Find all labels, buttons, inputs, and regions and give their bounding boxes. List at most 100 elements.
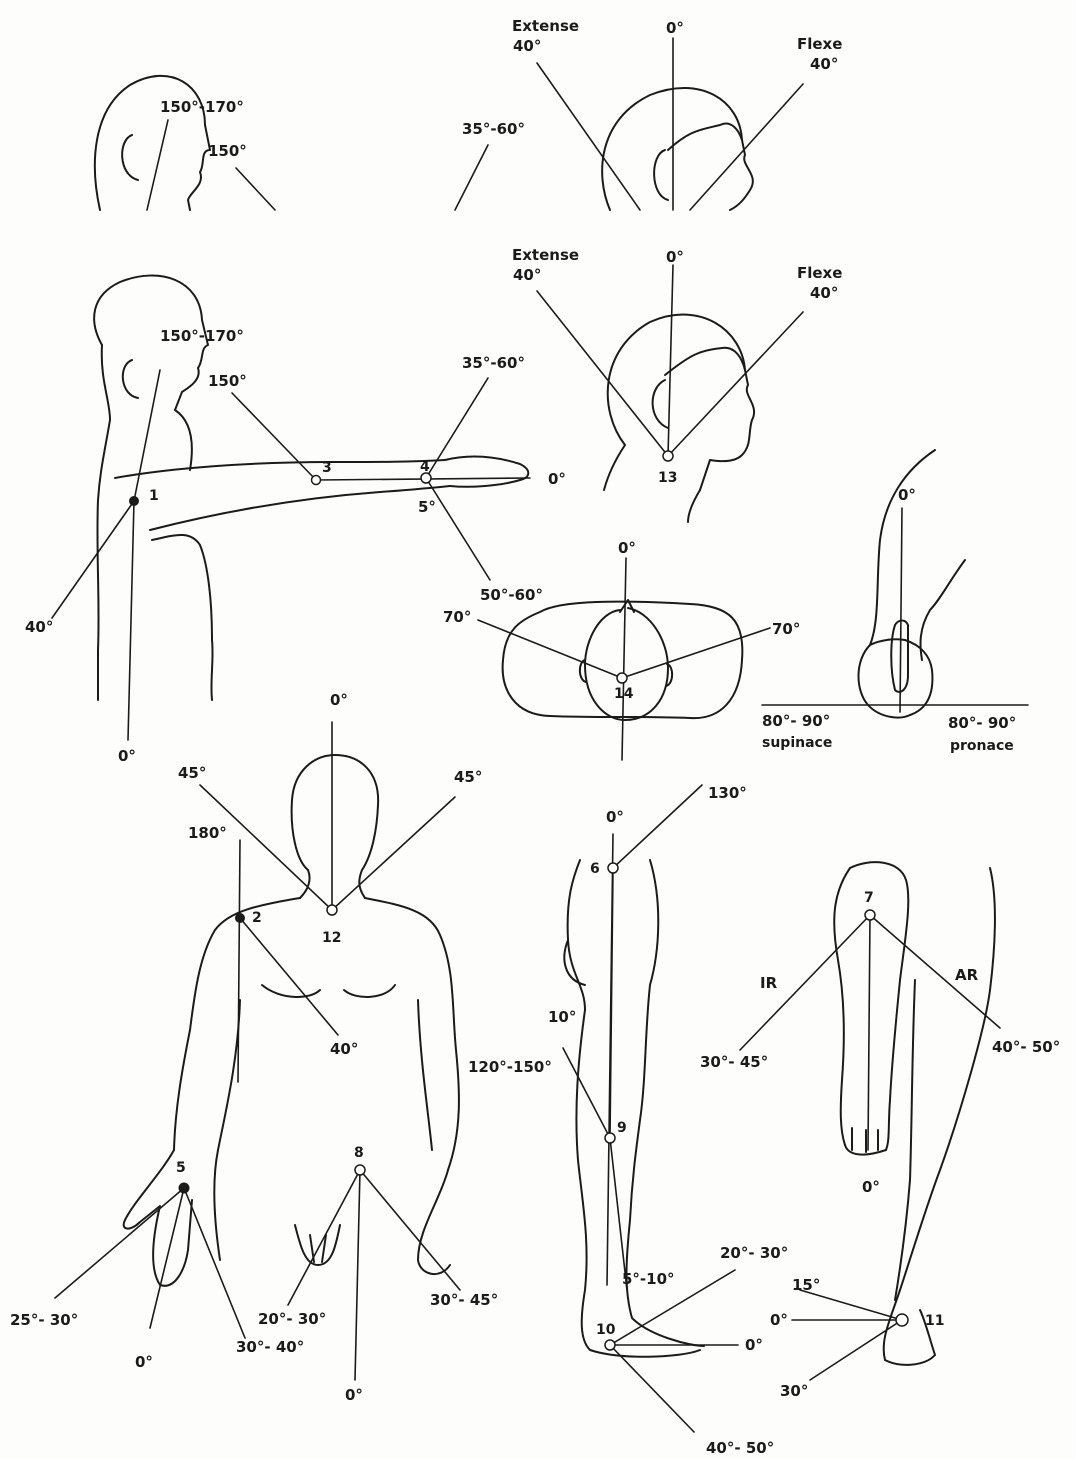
fragment-wrist-ext-label: 35°-60° (462, 120, 525, 138)
head-left-ray (478, 620, 622, 678)
side-back (97, 345, 110, 700)
extension-word: Extense (512, 246, 579, 264)
neck-throat (688, 490, 700, 522)
side-shoulder-zero-label: 0° (118, 747, 136, 765)
front-neck-left-label: 45° (178, 764, 206, 782)
fragment-extension-value: 40° (513, 37, 541, 55)
forearm-zero-label: 0° (898, 486, 916, 504)
leg-hip-joint-dot (608, 863, 618, 873)
flexion-word: Flexe (797, 264, 842, 282)
front-shoulder-add-label: 40° (330, 1040, 358, 1058)
joint-number-13: 13 (658, 470, 677, 486)
elbow-flex-ray (232, 393, 316, 480)
head-left-label: 70° (443, 608, 471, 626)
leg-hip-ext-label: 10° (548, 1008, 576, 1026)
foot-joint-dot (896, 1314, 908, 1326)
fragment-ear (122, 135, 138, 180)
foot-eversion-label: 15° (792, 1276, 820, 1294)
rotation-thigh-right (850, 862, 908, 1150)
neck-head-outline (608, 315, 754, 490)
front-torso-right (365, 898, 459, 1170)
joint-number-14: 14 (614, 686, 634, 702)
top-fragment: 150°-170° 150° 35°-60° Extense 40° 0° Fl… (95, 17, 843, 210)
fragment-extension-word: Extense (512, 17, 579, 35)
front-hip-abd-ray (360, 1170, 460, 1290)
side-wrist-flex-small-label: 5° (418, 498, 436, 516)
head-top-outline (585, 608, 668, 720)
ar-word: AR (955, 966, 979, 984)
supination-range: 80°- 90° (762, 712, 830, 730)
rotation-joint-dot (865, 910, 875, 920)
supination-word: supinace (762, 735, 832, 751)
front-neck-right-ray (332, 797, 455, 910)
forearm-rotation-view: 0° 80°- 90° supinace 80°- 90° pronace (762, 450, 1028, 754)
rotation-thigh-left (834, 868, 850, 1145)
neck-joint-dot (663, 451, 673, 461)
front-wrist-radial-label: 25°- 30° (10, 1311, 78, 1329)
extension-value: 40° (513, 266, 541, 284)
shoulder-joint-dot (130, 497, 139, 506)
front-wrist-radial-ray (55, 1188, 184, 1298)
fragment-flexion-value: 40° (810, 55, 838, 73)
shoulder-ext-ray (52, 501, 134, 618)
fragment-neck-ext-ray (537, 63, 640, 210)
foot-inversion-label: 30° (780, 1382, 808, 1400)
ar-range: 40°- 50° (992, 1038, 1060, 1056)
ir-word: IR (760, 974, 778, 992)
fragment-elbow-flex-label: 150° (208, 142, 247, 160)
leg-hip-flex-ray (613, 785, 702, 868)
head-zero-label: 0° (618, 539, 636, 557)
front-hip-zero-label: 0° (345, 1386, 363, 1404)
head-top-view: 0° 70° 70° 14 (443, 539, 800, 760)
fragment-wrist-ray (455, 145, 488, 210)
leg-knee-flex-ray (563, 1048, 610, 1138)
front-wrist-ulnar-label: 30°- 40° (236, 1338, 304, 1356)
joint-number-3: 3 (322, 460, 332, 476)
rotation-zero-label: 0° (862, 1178, 880, 1196)
wrist-flex-ray (426, 478, 490, 580)
side-hand (445, 457, 528, 487)
front-wrist-joint-dot (179, 1183, 189, 1193)
neck-zero-ray (668, 265, 673, 456)
leg-knee-ext-label: 5°-10° (622, 1270, 675, 1288)
foot-zero-label: 0° (770, 1311, 788, 1329)
joint-number-1: 1 (149, 488, 159, 504)
forearm-zero-ray (900, 508, 902, 712)
head-right-label: 70° (772, 620, 800, 638)
fragment-neck-head-outline (602, 88, 753, 210)
pronation-word: pronace (950, 738, 1014, 754)
fragment-neck-zero: 0° (666, 19, 684, 37)
fragment-flexion-word: Flexe (797, 35, 842, 53)
leg-knee-ext-ray (610, 1138, 627, 1290)
joint-number-12: 12 (322, 930, 341, 946)
joint-number-11: 11 (925, 1313, 944, 1329)
leg-hip-zero-label: 0° (606, 808, 624, 826)
foot-eversion-ray (800, 1290, 902, 1320)
neck-ear (653, 380, 668, 428)
shoulder-flex-ray (134, 370, 160, 501)
leg-side-buttock (564, 940, 585, 985)
head-right-ray (622, 628, 770, 678)
side-shoulder-ext-label: 40° (25, 618, 53, 636)
joint-number-6: 6 (590, 861, 600, 877)
joint-number-7: 7 (864, 890, 874, 906)
fragment-neck-ear (654, 150, 668, 200)
leg-ankle-plantar-ray (610, 1345, 694, 1432)
front-hip-zero-ray (355, 1170, 360, 1380)
shoulder-zero-ray (128, 501, 134, 740)
front-wrist-zero-label: 0° (135, 1353, 153, 1371)
leg-ankle-dorsi-label: 20°- 30° (720, 1244, 788, 1262)
body-front-view: 0° 45° 45° 12 180° 2 40° 5 25°- 30° 0° 3… (10, 691, 498, 1404)
fragment-neck-hair (668, 123, 742, 150)
neck-ext-ray (537, 291, 668, 456)
rotation-foot (845, 1128, 886, 1155)
leg-hip-flex-label: 130° (708, 784, 747, 802)
leg-ankle-zero-label: 0° (745, 1336, 763, 1354)
foot-front-view: 15° 0° 30° 11 (770, 1276, 944, 1400)
neck-flex-ray (668, 312, 803, 456)
front-torso-left (174, 898, 300, 1150)
leg-ankle-joint-dot (605, 1340, 615, 1350)
side-arm-lower (150, 486, 450, 530)
